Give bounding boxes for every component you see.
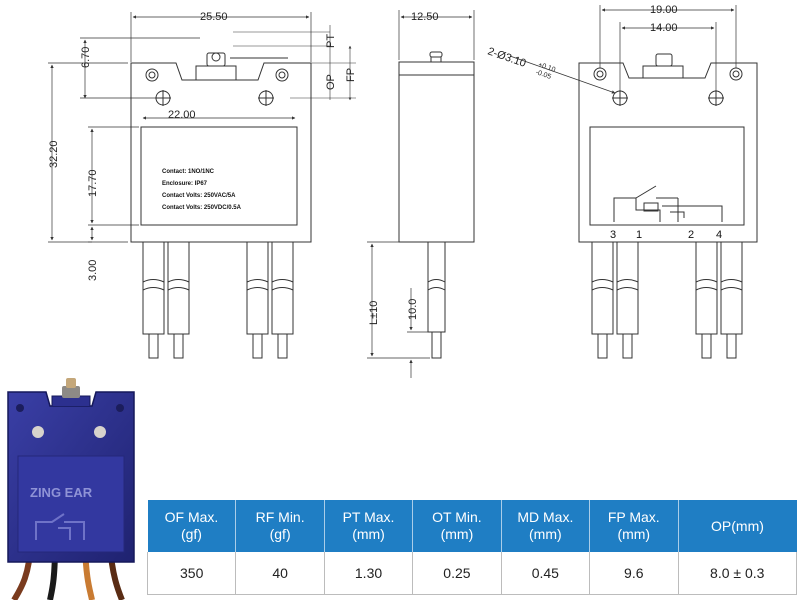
- photo-brand-text: ZING EAR: [30, 485, 93, 500]
- spec-value-pt: 1.30: [324, 552, 414, 595]
- pin-label-2: 2: [688, 229, 694, 241]
- fp-label: FP: [345, 68, 357, 82]
- back-inner-hole-dim: 14.00: [650, 22, 678, 34]
- spec-header-row: OF Max.(gf) RF Min.(gf) PT Max.(mm) OT M…: [147, 500, 797, 552]
- side-lead-dim: L±10: [368, 301, 380, 325]
- front-actuator: [195, 65, 237, 80]
- back-screw-right: [729, 67, 743, 81]
- spec-value-rf: 40: [235, 552, 325, 595]
- front-label-window: [140, 126, 298, 226]
- spec-header-md: MD Max.(mm): [501, 500, 591, 552]
- side-width-dim: 12.50: [411, 11, 439, 23]
- side-view: [367, 10, 475, 378]
- op-label: OP: [325, 74, 337, 90]
- front-screw-left: [145, 68, 159, 82]
- front-width-dim: 25.50: [200, 11, 228, 23]
- front-housing: [130, 62, 312, 243]
- back-screw-left: [593, 67, 607, 81]
- hole-spec-callout: 2-Ø3.10 +0.10 -0.05: [486, 45, 556, 81]
- spec-value-of: 350: [146, 552, 237, 595]
- front-inner-width-dim: 22.00: [168, 109, 196, 121]
- back-leads: [591, 241, 743, 359]
- label-line-4: Contact Volts: 250VDC/0.5A: [162, 205, 242, 211]
- front-top-dim: 6.70: [80, 47, 92, 68]
- back-outer-hole-dim: 19.00: [650, 4, 678, 16]
- spec-header-pt: PT Max.(mm): [324, 500, 414, 552]
- front-bottom-dim: 3.00: [87, 260, 99, 281]
- front-plunger-tip: [206, 52, 226, 67]
- back-view: [509, 5, 758, 359]
- spec-table: OF Max.(gf) RF Min.(gf) PT Max.(mm) OT M…: [146, 500, 797, 595]
- spec-value-ot: 0.25: [412, 552, 502, 595]
- label-line-2: Enclosure: IP67: [162, 181, 208, 187]
- front-leads: [142, 241, 294, 359]
- hole-spec: 2-Ø3.10: [486, 45, 527, 69]
- switch-symbol: [613, 185, 723, 222]
- back-window: [589, 126, 745, 226]
- spec-header-ot: OT Min.(mm): [412, 500, 502, 552]
- front-view: [48, 12, 356, 359]
- spec-header-op: OP(mm): [678, 500, 797, 552]
- spec-header-of: OF Max.(gf): [147, 500, 237, 552]
- product-photo: [7, 378, 135, 600]
- spec-header-rf: RF Min.(gf): [235, 500, 325, 552]
- spec-value-row: 350 40 1.30 0.25 0.45 9.6 8.0 ± 0.3: [146, 552, 797, 595]
- pt-label: PT: [325, 34, 337, 48]
- spec-header-fp: FP Max.(mm): [589, 500, 679, 552]
- spec-value-op: 8.0 ± 0.3: [678, 552, 797, 595]
- label-line-1: Contact: 1NO/1NC: [162, 169, 215, 175]
- label-line-3: Contact Volts: 250VAC/5A: [162, 193, 236, 199]
- front-window-dim: 17.70: [87, 169, 99, 197]
- side-strip-dim: 10.0: [407, 299, 419, 320]
- front-height-dim: 32.20: [48, 140, 60, 168]
- pin-label-4: 4: [716, 229, 722, 241]
- front-screw-right: [275, 68, 289, 82]
- spec-value-md: 0.45: [501, 552, 591, 595]
- pin-label-1: 1: [636, 229, 642, 241]
- front-label-text: Contact: 1NO/1NC Enclosure: IP67 Contact…: [162, 169, 242, 211]
- front-plunger-circle: [211, 52, 221, 62]
- hole-tol-lower: -0.05: [535, 69, 552, 81]
- pin-label-3: 3: [610, 229, 616, 241]
- side-housing: [398, 61, 475, 243]
- spec-value-fp: 9.6: [589, 552, 679, 595]
